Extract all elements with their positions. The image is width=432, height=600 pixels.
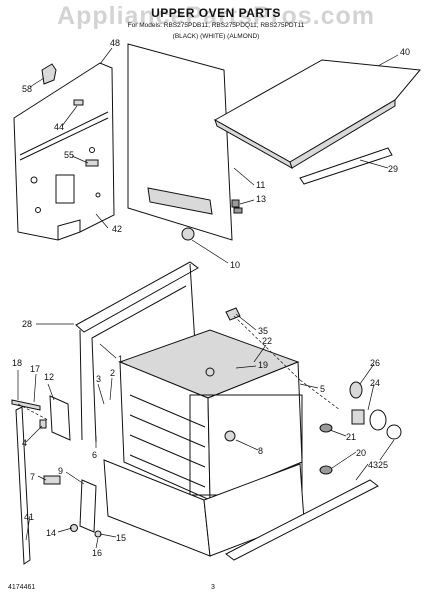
callout-55: 55 xyxy=(64,150,74,160)
clip-44 xyxy=(73,99,84,106)
model-colors: (BLACK) (WHITE) (ALMOND) xyxy=(172,33,260,40)
callout-24: 24 xyxy=(370,378,380,388)
callout-16: 16 xyxy=(92,548,102,558)
callout-25: 25 xyxy=(378,460,388,470)
callout-4: 4 xyxy=(22,438,27,448)
front-frame xyxy=(75,261,199,443)
callout-13: 13 xyxy=(256,194,266,204)
side-panel xyxy=(13,62,115,241)
callout-43: 43 xyxy=(368,460,378,470)
clip-55 xyxy=(85,159,99,167)
callout-11: 11 xyxy=(256,180,265,190)
page-title: UPPER OVEN PARTS xyxy=(151,6,281,20)
top-shelf xyxy=(213,59,421,185)
hinge-assembly xyxy=(39,395,102,538)
callout-48: 48 xyxy=(110,38,120,48)
bracket-58 xyxy=(41,63,57,85)
left-trim xyxy=(15,406,31,565)
oven-cavity xyxy=(118,329,303,501)
bushing-35 xyxy=(225,307,241,321)
callout-20: 20 xyxy=(356,448,366,458)
callout-6: 6 xyxy=(92,450,97,460)
callout-19: 19 xyxy=(258,360,268,370)
callout-8: 8 xyxy=(258,446,263,456)
callout-18: 18 xyxy=(12,358,22,368)
callout-22: 22 xyxy=(262,336,272,346)
callout-40: 40 xyxy=(400,47,410,57)
callout-17: 17 xyxy=(30,364,40,374)
callout-1: 1 xyxy=(118,354,123,364)
callout-3: 3 xyxy=(96,374,101,384)
document-number: 4174461 xyxy=(8,584,36,591)
callout-58: 58 xyxy=(22,84,32,94)
page-number: 3 xyxy=(211,584,215,591)
callout-41: 41 xyxy=(24,512,34,522)
callout-5: 5 xyxy=(320,384,325,394)
callout-15: 15 xyxy=(116,533,126,543)
knob-parts xyxy=(349,381,402,440)
callout-35: 35 xyxy=(258,326,268,336)
callout-10: 10 xyxy=(230,260,240,270)
callout-44: 44 xyxy=(54,122,64,132)
callout-26: 26 xyxy=(370,358,380,368)
model-numbers: For Models: RBS275PDB11, RBS275PDQ11, RB… xyxy=(127,22,305,29)
callout-28: 28 xyxy=(22,319,32,329)
callout-21: 21 xyxy=(346,432,356,442)
feet xyxy=(319,423,333,475)
lower-trim xyxy=(225,479,379,561)
rear-panel xyxy=(127,43,243,241)
callout-12: 12 xyxy=(44,372,54,382)
callout-14: 14 xyxy=(46,528,56,538)
callout-9: 9 xyxy=(58,466,63,476)
rod-18 xyxy=(11,399,41,411)
callout-2: 2 xyxy=(110,368,115,378)
callout-42: 42 xyxy=(112,224,122,234)
callout-29: 29 xyxy=(388,164,398,174)
callout-7: 7 xyxy=(30,472,35,482)
